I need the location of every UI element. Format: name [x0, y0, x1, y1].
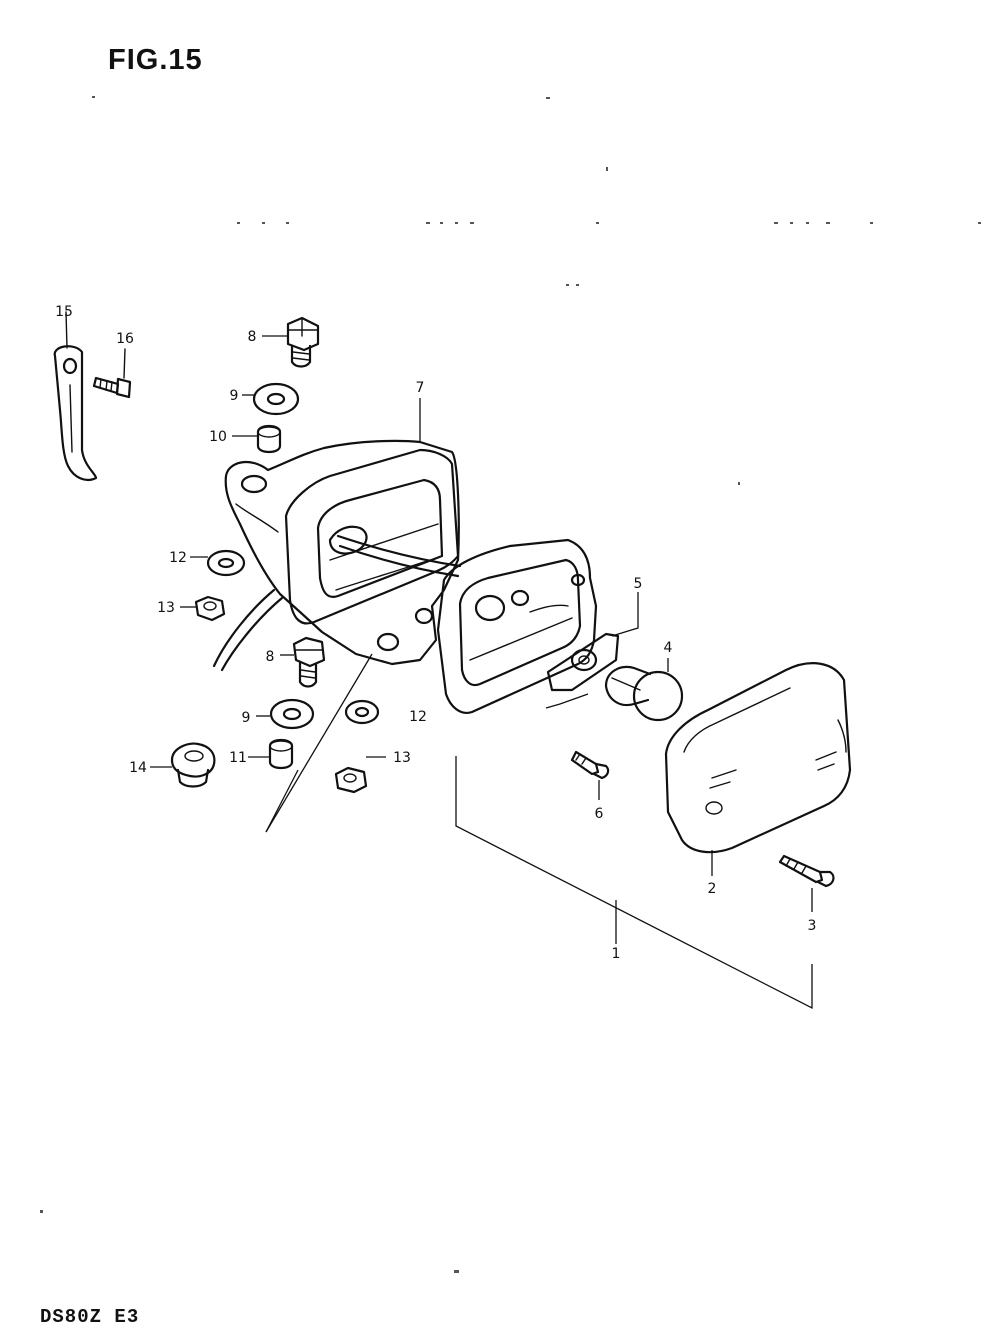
bolt-part-upper	[262, 316, 320, 368]
screw-part-16	[92, 348, 132, 399]
callout-8-upper: 8	[248, 329, 257, 345]
callout-16: 16	[116, 331, 134, 347]
nut-part-13-right	[334, 756, 386, 794]
callout-14: 14	[129, 760, 147, 776]
lens-cover-part-2	[664, 662, 852, 876]
callout-6: 6	[595, 806, 604, 822]
lamp-housing-part-7	[224, 398, 460, 666]
screw-part-3	[778, 854, 835, 912]
washer-part-12-right	[344, 699, 380, 725]
callout-4: 4	[664, 640, 673, 656]
callout-9-upper: 9	[230, 388, 239, 404]
callout-5: 5	[634, 576, 643, 592]
washer-part-12-left	[190, 549, 246, 577]
callout-12-right: 12	[409, 709, 427, 725]
callout-2: 2	[708, 881, 717, 897]
callout-7: 7	[416, 380, 425, 396]
callout-13-left: 13	[157, 600, 175, 616]
model-code: DS80Z E3	[40, 1306, 140, 1328]
callout-13-right: 13	[393, 750, 411, 766]
lens-holder-part	[436, 538, 598, 714]
guide-lines	[265, 653, 813, 1010]
callout-labels: 15 16 8 9 10 7 12 13 5 4 8 9 12 11 13 14…	[55, 304, 816, 962]
callout-15: 15	[55, 304, 73, 320]
washer-part-lower	[256, 698, 315, 730]
callout-11: 11	[229, 750, 247, 766]
bolt-part-lower	[280, 636, 326, 688]
callout-8-lower: 8	[266, 649, 275, 665]
wire-harness	[212, 534, 462, 672]
nut-part-13-left	[180, 595, 226, 622]
screw-part-6	[545, 693, 610, 800]
callout-1: 1	[612, 946, 621, 962]
callout-9-lower: 9	[242, 710, 251, 726]
callout-10: 10	[209, 429, 227, 445]
washer-part-upper	[242, 382, 300, 416]
callout-12-left: 12	[169, 550, 187, 566]
scan-specks	[40, 96, 981, 1273]
stay-bracket-part	[53, 311, 98, 482]
bulb-part-4	[604, 658, 684, 722]
collar-part-10	[232, 424, 282, 454]
figure-title: FIG.15	[108, 44, 203, 76]
collar-part-11	[248, 738, 294, 770]
callout-3: 3	[808, 918, 817, 934]
socket-plate-part-5	[546, 592, 639, 692]
grommet-part-14	[150, 742, 216, 788]
